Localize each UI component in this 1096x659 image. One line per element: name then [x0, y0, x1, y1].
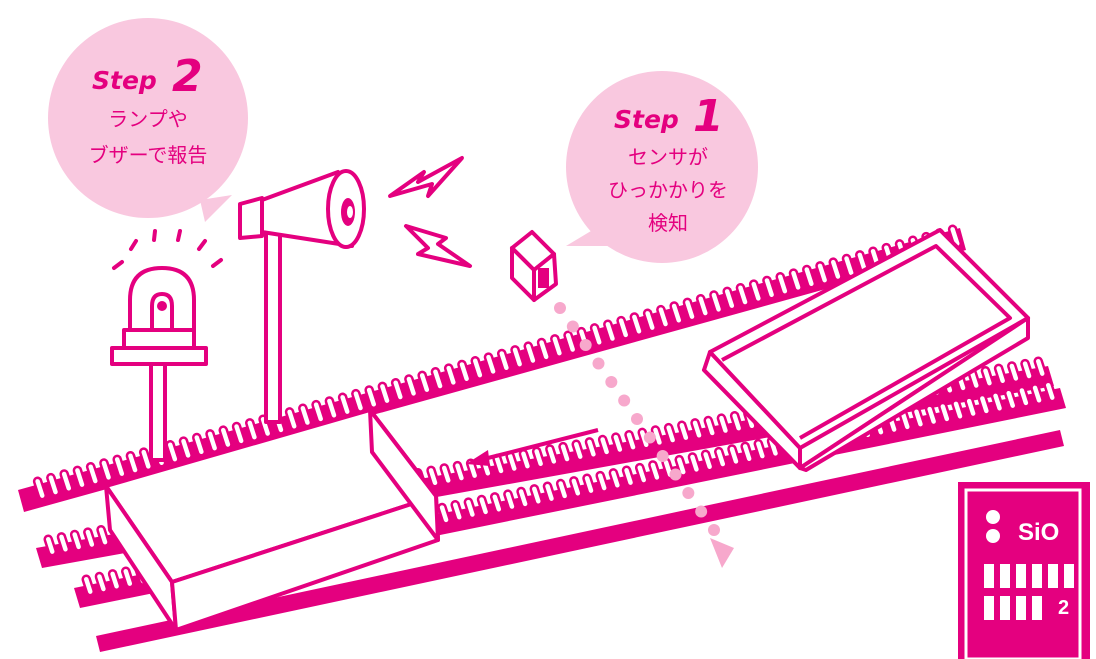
warning-lamp-icon — [112, 231, 221, 460]
pin — [1032, 596, 1042, 620]
pin — [1016, 596, 1026, 620]
sensor-icon — [512, 232, 556, 300]
pin — [1000, 596, 1010, 620]
step2-line-1: ランプや — [108, 107, 187, 131]
beam-arrowhead — [710, 538, 734, 568]
device-brand: SiO — [1018, 519, 1059, 546]
step1-line-1: センサが — [628, 145, 708, 169]
beam-dot — [644, 432, 656, 444]
step2-number: 2 — [172, 51, 203, 102]
beam-dot — [708, 524, 720, 536]
sound-wave-icon — [390, 158, 470, 266]
step1-bubble: Step 1 センサが ひっかかりを 検知 — [566, 71, 758, 263]
beam-dot — [682, 487, 694, 499]
beam-dot — [631, 413, 643, 425]
beam-dot — [605, 376, 617, 388]
step1-line-2: ひっかかりを — [608, 178, 728, 202]
step2-label: Step — [92, 66, 157, 95]
sio-device: SiO 2 — [958, 482, 1090, 659]
beam-dot — [657, 450, 669, 462]
device-model-number: 2 — [1058, 597, 1069, 619]
beam-dot — [593, 358, 605, 370]
beam-dot — [618, 395, 630, 407]
pin — [1064, 564, 1074, 588]
pin — [1000, 564, 1010, 588]
step1-line-3: 検知 — [648, 211, 688, 235]
beam-dot — [554, 302, 566, 314]
led-dot — [986, 510, 1000, 524]
beam-dot — [695, 506, 707, 518]
pin — [984, 596, 994, 620]
pin — [984, 564, 994, 588]
beam-dot — [567, 321, 579, 333]
pin — [1048, 564, 1058, 588]
step1-label: Step — [614, 105, 679, 134]
step1-number: 1 — [693, 91, 724, 142]
pin — [1016, 564, 1026, 588]
megaphone-icon — [240, 171, 364, 422]
pin — [1032, 564, 1042, 588]
beam-dot — [670, 469, 682, 481]
led-dot — [986, 529, 1000, 543]
step2-line-2: ブザーで報告 — [89, 143, 208, 167]
beam-dot — [580, 339, 592, 351]
step2-bubble: Step 2 ランプや ブザーで報告 — [48, 18, 248, 222]
